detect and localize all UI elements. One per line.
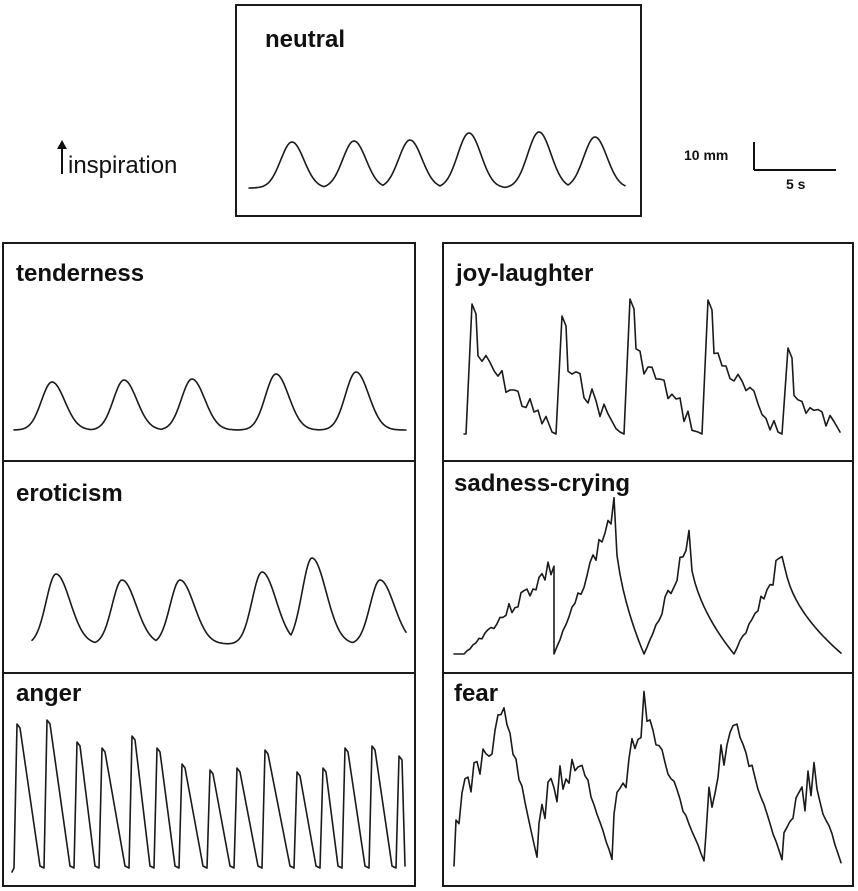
trace-eroticism [31,557,407,645]
trace-anger [11,719,406,873]
panel-sadness-crying-label: sadness-crying [454,470,631,497]
panel-anger-label: anger [16,680,82,707]
panel-sadness-crying: sadness-crying [442,460,854,674]
panel-neutral-label: neutral [265,26,346,53]
arrow-up-icon [57,140,67,174]
panel-eroticism: eroticism [2,460,416,674]
trace-neutral [248,131,626,189]
panel-eroticism-label: eroticism [16,480,123,507]
scale-bar [753,142,836,171]
trace-tenderness [13,371,407,431]
panel-joy-laughter: joy-laughter [442,242,854,462]
panel-neutral: neutral [235,4,642,217]
trace-fear [453,690,842,867]
trace-sadness-crying [453,496,842,655]
scale-amplitude-label: 10 mm [684,147,729,163]
panel-joy-laughter-label: joy-laughter [456,260,594,287]
panel-tenderness: tenderness [2,242,416,462]
panel-anger: anger [2,672,416,887]
panel-fear-label: fear [454,680,499,707]
trace-joy-laughter [463,298,841,435]
inspiration-label: inspiration [68,152,178,179]
scale-time-label: 5 s [786,176,806,192]
panel-fear: fear [442,672,854,887]
panel-tenderness-label: tenderness [16,260,145,287]
